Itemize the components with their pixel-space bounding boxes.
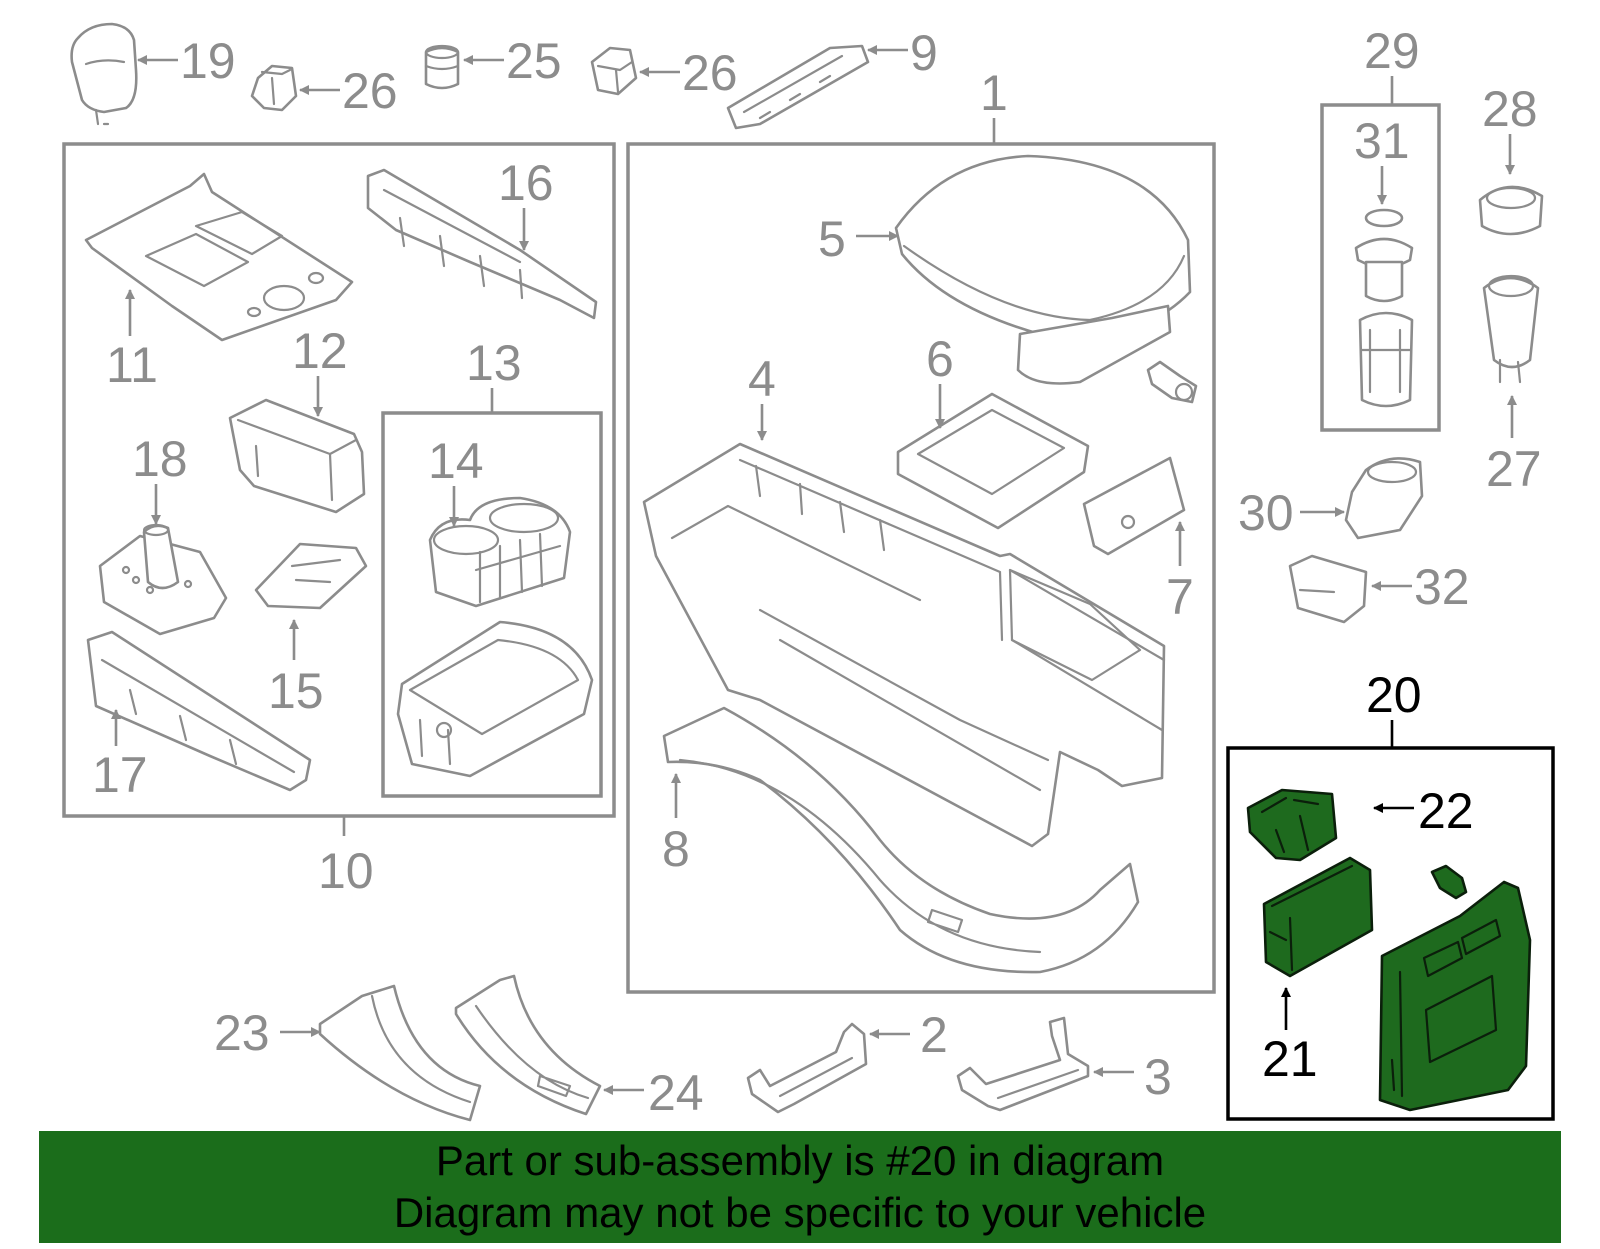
switch-part-26-left [250,64,298,112]
callout-6: 6 [926,331,954,387]
trim-part-24 [454,974,602,1116]
tray-part-6 [896,392,1090,530]
callout-3: 3 [1144,1049,1172,1105]
callout-1: 1 [980,65,1008,121]
callout-11: 11 [106,337,158,393]
callout-22: 22 [1418,783,1474,839]
callout-26-left: 26 [342,63,398,119]
bolt-part-armrest [1146,360,1198,404]
cupholder-part-14 [428,496,572,608]
callout-32: 32 [1414,559,1470,615]
group-box-29 [1320,103,1441,432]
callout-7: 7 [1166,569,1194,625]
group-box-20 [1226,746,1555,1121]
banner-line-2: Diagram may not be specific to your vehi… [393,1189,1207,1236]
callout-8: 8 [662,821,690,877]
bracket-part-2 [746,1022,868,1114]
switch-part-26-right [590,46,638,96]
shifter-part-18 [98,523,228,636]
socket-part-31 [1354,208,1414,408]
plug-part-25 [424,44,460,90]
info-banner: Part or sub-assembly is #20 in diagram D… [39,1131,1561,1243]
armrest-lid-part-5 [894,154,1192,385]
callout-26-right: 26 [682,45,738,101]
bolt-part-20 [1430,864,1468,900]
callout-14: 14 [428,433,484,489]
callout-17: 17 [92,747,148,803]
callout-16: 16 [498,155,554,211]
ring-part-28 [1478,185,1544,236]
callout-15: 15 [268,663,324,719]
bracket-part-3 [956,1016,1090,1112]
bracket-part-16 [366,168,598,320]
bracket-part-7 [1082,456,1186,556]
callout-18: 18 [132,431,188,487]
callout-23: 23 [214,1005,270,1061]
air-vent-part-22 [1246,788,1338,862]
group-box-1 [626,142,1216,994]
callout-25: 25 [506,33,562,89]
group-box-10 [62,142,616,818]
callout-20: 20 [1366,667,1422,723]
switch-part-15 [254,542,368,610]
callout-30: 30 [1238,485,1294,541]
banner-line-1: Part or sub-assembly is #20 in diagram [435,1137,1165,1184]
callout-10: 10 [318,843,374,899]
lighter-part-27 [1482,274,1540,384]
callout-21: 21 [1262,1031,1318,1087]
console-body-part-4 [642,442,1166,848]
callout-24: 24 [648,1065,704,1121]
callout-9: 9 [910,25,938,81]
callout-12: 12 [292,323,348,379]
holder-part-13 [396,620,594,778]
callout-31: 31 [1354,113,1410,169]
compartment-part-21 [1262,856,1374,978]
switch-module-part-12 [228,398,366,514]
trim-strip-part-9 [726,44,870,130]
callout-19: 19 [180,33,236,89]
callout-4: 4 [748,351,776,407]
cover-part-32 [1288,554,1368,624]
trim-panel-part-20 [1378,880,1532,1112]
bezel-part-11 [84,172,354,342]
callout-5: 5 [818,211,846,267]
lower-panel-part-8 [662,706,1140,974]
callout-27: 27 [1486,441,1542,497]
callout-2: 2 [920,1007,948,1063]
shift-knob-part-19 [70,22,138,126]
callout-28: 28 [1482,81,1538,137]
callout-13: 13 [466,335,522,391]
socket-housing-part-30 [1344,457,1424,540]
trim-part-23 [318,984,482,1122]
callout-29: 29 [1364,23,1420,79]
